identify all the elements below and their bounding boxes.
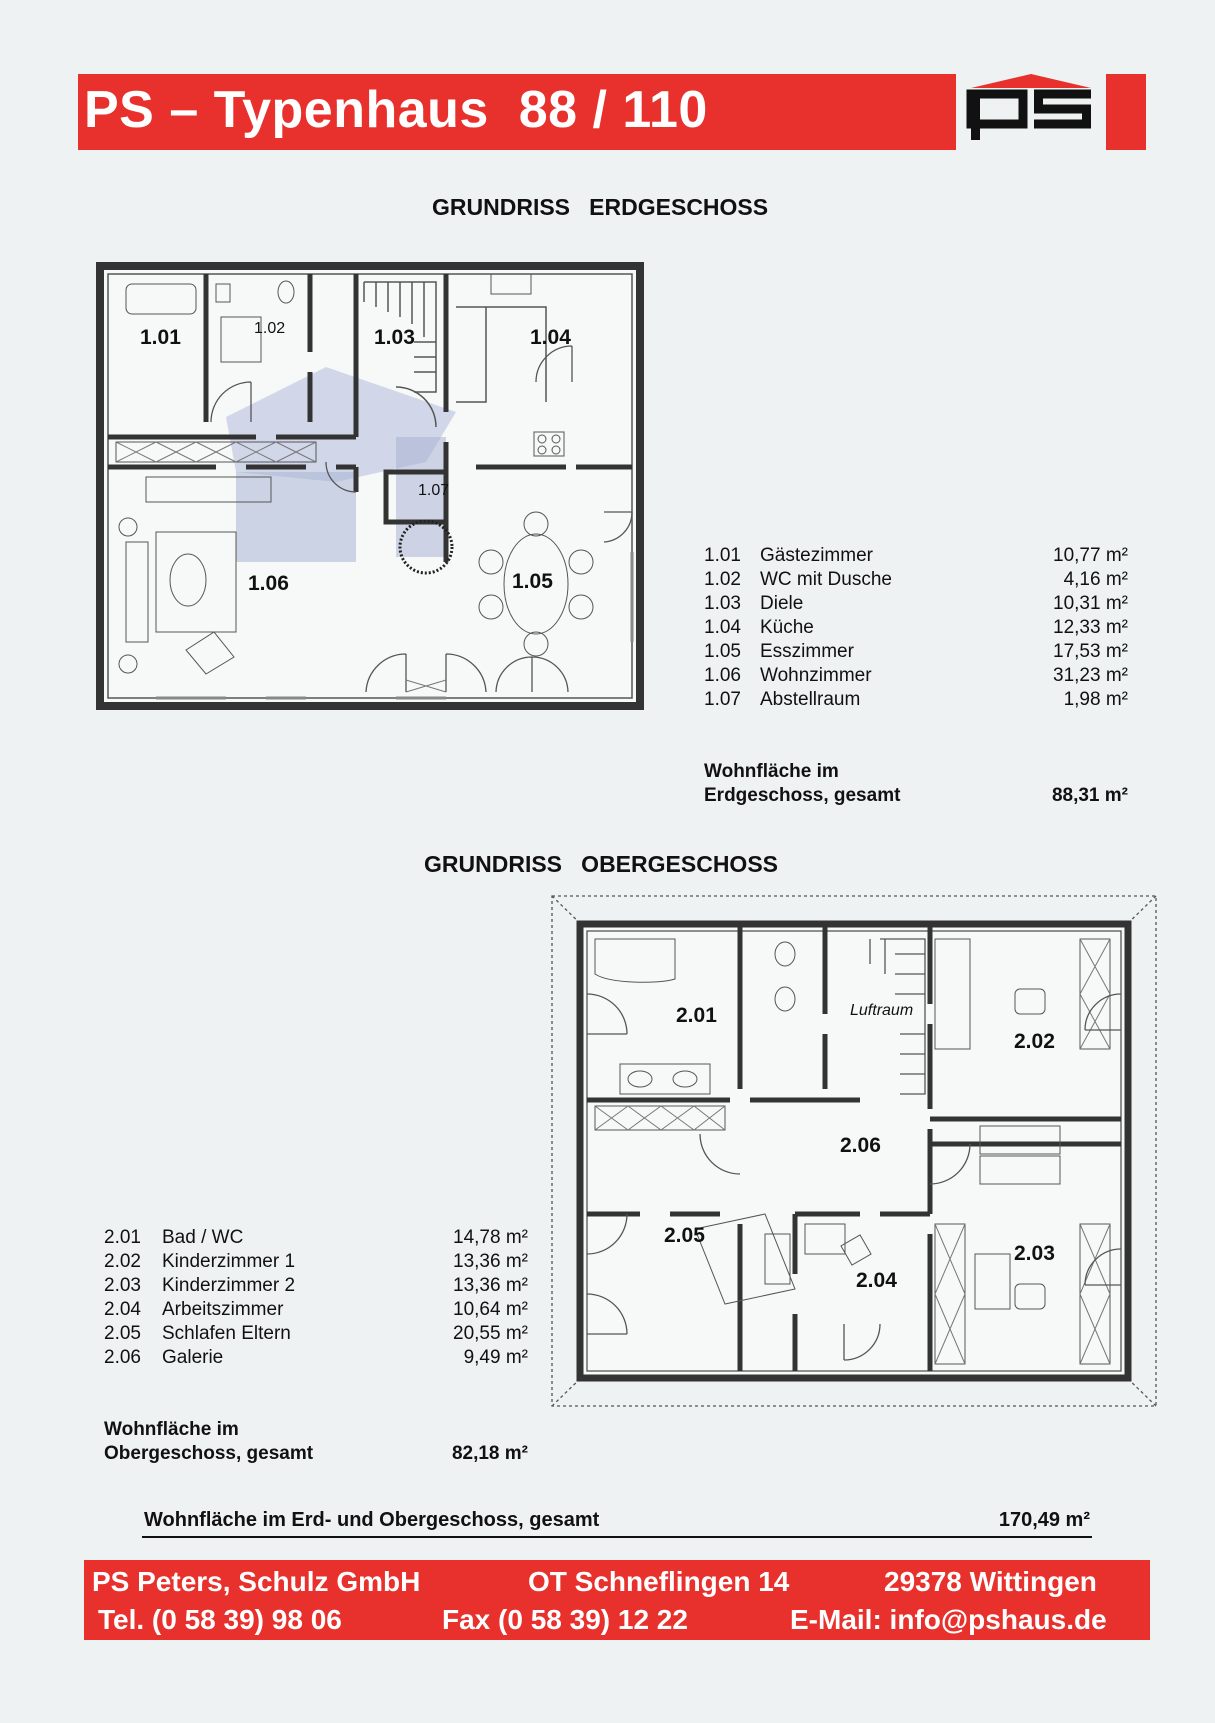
table-row: 1.05 Esszimmer 17,53 m²: [704, 640, 1128, 664]
table-row: 2.01 Bad / WC 14,78 m²: [104, 1226, 528, 1250]
room-name: Abstellraum: [760, 689, 861, 710]
upper-floor-plan-drawing: [551, 895, 1157, 1407]
footer-email: E-Mail: info@pshaus.de: [790, 1604, 1107, 1635]
room-area: 12,33 m²: [1053, 617, 1128, 638]
room-name: Bad / WC: [162, 1227, 244, 1248]
table-row: 2.03 Kinderzimmer 2 13,36 m²: [104, 1274, 528, 1298]
table-row: 1.07 Abstellraum 1,98 m²: [704, 688, 1128, 712]
room-name: Gästezimmer: [760, 545, 873, 566]
room-name: Esszimmer: [760, 641, 854, 662]
table-row: 1.06 Wohnzimmer 31,23 m²: [704, 664, 1128, 688]
ground-floor-room-list: 1.01 Gästezimmer 10,77 m² 1.02 WC mit Dusch…: [704, 544, 1134, 712]
room-name: WC mit Dusche: [760, 569, 892, 590]
ground-floor-plan: 1.01 1.02 1.03 1.04 1.05 1.06 1.07: [96, 262, 644, 710]
room-number: 2.05: [104, 1323, 141, 1344]
room-number: 2.01: [104, 1227, 141, 1248]
footer-fax: Fax (0 58 39) 12 22: [442, 1604, 688, 1635]
room-label-2-04: 2.04: [856, 1269, 897, 1292]
room-area: 31,23 m²: [1053, 665, 1128, 686]
table-row: 2.02 Kinderzimmer 1 13,36 m²: [104, 1250, 528, 1274]
page-title: PS – Typenhaus 88 / 110: [84, 81, 708, 139]
room-number: 1.06: [704, 665, 741, 686]
room-area: 14,78 m²: [453, 1227, 528, 1248]
room-area: 20,55 m²: [453, 1323, 528, 1344]
room-label-1-01: 1.01: [140, 326, 181, 349]
grand-total-row: Wohnfläche im Erd- und Obergeschoss, ges…: [142, 1506, 1092, 1538]
upper-floor-total-label: Wohnfläche im Obergeschoss, gesamt: [104, 1418, 313, 1466]
upper-floor-room-list: 2.01 Bad / WC 14,78 m² 2.02 Kinderzimmer 1 1…: [104, 1226, 534, 1370]
room-label-2-03: 2.03: [1014, 1242, 1055, 1265]
room-name: Wohnzimmer: [760, 665, 872, 686]
footer-bar: [84, 1560, 1150, 1640]
room-name: Galerie: [162, 1347, 224, 1368]
luftraum-label: Luftraum: [850, 1002, 914, 1019]
room-label-1-02: 1.02: [254, 320, 286, 337]
room-area: 9,49 m²: [463, 1347, 528, 1368]
room-name: Diele: [760, 593, 804, 614]
footer-city: 29378 Wittingen: [884, 1566, 1097, 1597]
ground-floor-plan-drawing: [96, 262, 644, 710]
room-label-1-05: 1.05: [512, 570, 553, 593]
room-area: 10,31 m²: [1053, 593, 1128, 614]
ground-floor-heading: GRUNDRISS ERDGESCHOSS: [432, 194, 769, 220]
room-area: 4,16 m²: [1063, 569, 1128, 590]
room-area: 17,53 m²: [1053, 641, 1128, 662]
room-number: 2.03: [104, 1275, 141, 1296]
table-row: 2.06 Galerie 9,49 m²: [104, 1346, 528, 1370]
total-label-line1: Wohnfläche im: [104, 1419, 239, 1440]
table-row: 2.05 Schlafen Eltern 20,55 m²: [104, 1322, 528, 1346]
upper-floor-heading: GRUNDRISS OBERGESCHOSS: [424, 851, 778, 877]
footer-tel: Tel. (0 58 39) 98 06: [98, 1604, 342, 1635]
room-label-1-03: 1.03: [374, 326, 415, 349]
room-label-2-05: 2.05: [664, 1224, 705, 1247]
upper-floor-plan: 2.01 2.02 2.03 2.04 2.05 2.06 Luftraum: [550, 894, 1160, 1410]
total-label-line2: Obergeschoss, gesamt: [104, 1443, 314, 1464]
room-number: 2.04: [104, 1299, 141, 1320]
table-row: 1.02 WC mit Dusche 4,16 m²: [704, 568, 1128, 592]
total-label-line1: Wohnfläche im: [704, 761, 839, 782]
table-row: 1.01 Gästezimmer 10,77 m²: [704, 544, 1128, 568]
room-number: 1.03: [704, 593, 741, 614]
room-label-2-02: 2.02: [1014, 1030, 1055, 1053]
header-bar-end: [1106, 74, 1146, 150]
room-number: 1.05: [704, 641, 741, 662]
footer-street: OT Schneflingen 14: [528, 1566, 790, 1597]
ground-floor-total-label: Wohnfläche im Erdgeschoss, gesamt: [704, 760, 900, 808]
room-area: 1,98 m²: [1063, 689, 1128, 710]
room-name: Kinderzimmer 1: [162, 1251, 296, 1272]
footer-company: PS Peters, Schulz GmbH: [92, 1566, 421, 1597]
room-number: 2.06: [104, 1347, 141, 1368]
room-label-1-07: 1.07: [418, 482, 450, 499]
room-number: 1.02: [704, 569, 741, 590]
grand-total-label: Wohnfläche im Erd- und Obergeschoss, ges…: [144, 1509, 600, 1531]
ps-logo-icon: [966, 74, 1091, 140]
room-area: 10,64 m²: [453, 1299, 528, 1320]
table-row: 1.03 Diele 10,31 m²: [704, 592, 1128, 616]
room-label-1-06: 1.06: [248, 572, 289, 595]
room-label-2-01: 2.01: [676, 1004, 717, 1027]
room-name: Arbeitszimmer: [162, 1299, 284, 1320]
room-area: 13,36 m²: [453, 1251, 528, 1272]
room-number: 2.02: [104, 1251, 141, 1272]
grand-total-value: 170,49 m²: [998, 1509, 1090, 1531]
room-name: Küche: [760, 617, 814, 638]
room-area: 13,36 m²: [453, 1275, 528, 1296]
room-label-2-06: 2.06: [840, 1134, 881, 1157]
table-row: 1.04 Küche 12,33 m²: [704, 616, 1128, 640]
room-label-1-04: 1.04: [530, 326, 571, 349]
room-area: 10,77 m²: [1053, 545, 1128, 566]
total-label-line2: Erdgeschoss, gesamt: [704, 785, 901, 806]
room-number: 1.07: [704, 689, 741, 710]
table-row: 2.04 Arbeitszimmer 10,64 m²: [104, 1298, 528, 1322]
room-name: Kinderzimmer 2: [162, 1275, 296, 1296]
room-number: 1.04: [704, 617, 741, 638]
room-number: 1.01: [704, 545, 741, 566]
room-name: Schlafen Eltern: [162, 1323, 291, 1344]
ground-floor-total-value: 88,31 m²: [1051, 785, 1128, 806]
upper-floor-total-value: 82,18 m²: [451, 1443, 528, 1464]
